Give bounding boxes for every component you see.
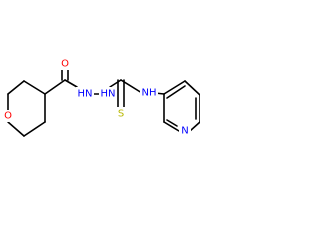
ring-o-bg [2, 110, 14, 122]
molecule-structure: O O HN HN NH S N [2, 58, 200, 138]
pyridine-nitrogen-label: N [181, 126, 188, 137]
bond-py-c4-c5 [184, 80, 200, 96]
thioamide-nh-bg [140, 86, 158, 100]
hydrazide-nh-2-label: HN [101, 89, 116, 100]
bond-py-n-c2-inner [166, 119, 178, 127]
atom-label-layer: O O HN HN NH S N [2, 58, 191, 138]
bond-thiocarbonyl-nh [120, 79, 143, 94]
thioamide-nh-label: NH [142, 88, 157, 99]
bond-c3-c2 [7, 80, 25, 95]
carbonyl-o-bg [59, 58, 71, 70]
hydrazide-nh-1-label: HN [78, 89, 93, 100]
bond-py-c3-c4-inner [166, 85, 186, 99]
bond-carbonyl-nh1 [64, 79, 78, 88]
bond-c4-c3 [23, 80, 46, 95]
bond-nh2-thiocarbonyl [109, 79, 122, 88]
bond-c6-c5 [23, 121, 46, 137]
bond-o-c6 [7, 121, 25, 137]
pyridine-n-bg [179, 124, 191, 138]
bond-c4-carbonyl [44, 79, 66, 95]
carbonyl-oxygen-label: O [61, 59, 69, 70]
bond-layer [7, 69, 200, 137]
bond-py-n-c2 [163, 121, 180, 132]
hydrazide-nh-1-bg [76, 87, 94, 101]
thione-s-bg [115, 107, 127, 121]
bond-py-c6-n [189, 121, 200, 132]
ring-oxygen-label: O [4, 111, 12, 122]
bond-py-c3-c4 [163, 80, 186, 95]
hydrazide-nh-2-bg [99, 87, 117, 101]
thione-sulfur-label: S [118, 109, 124, 120]
